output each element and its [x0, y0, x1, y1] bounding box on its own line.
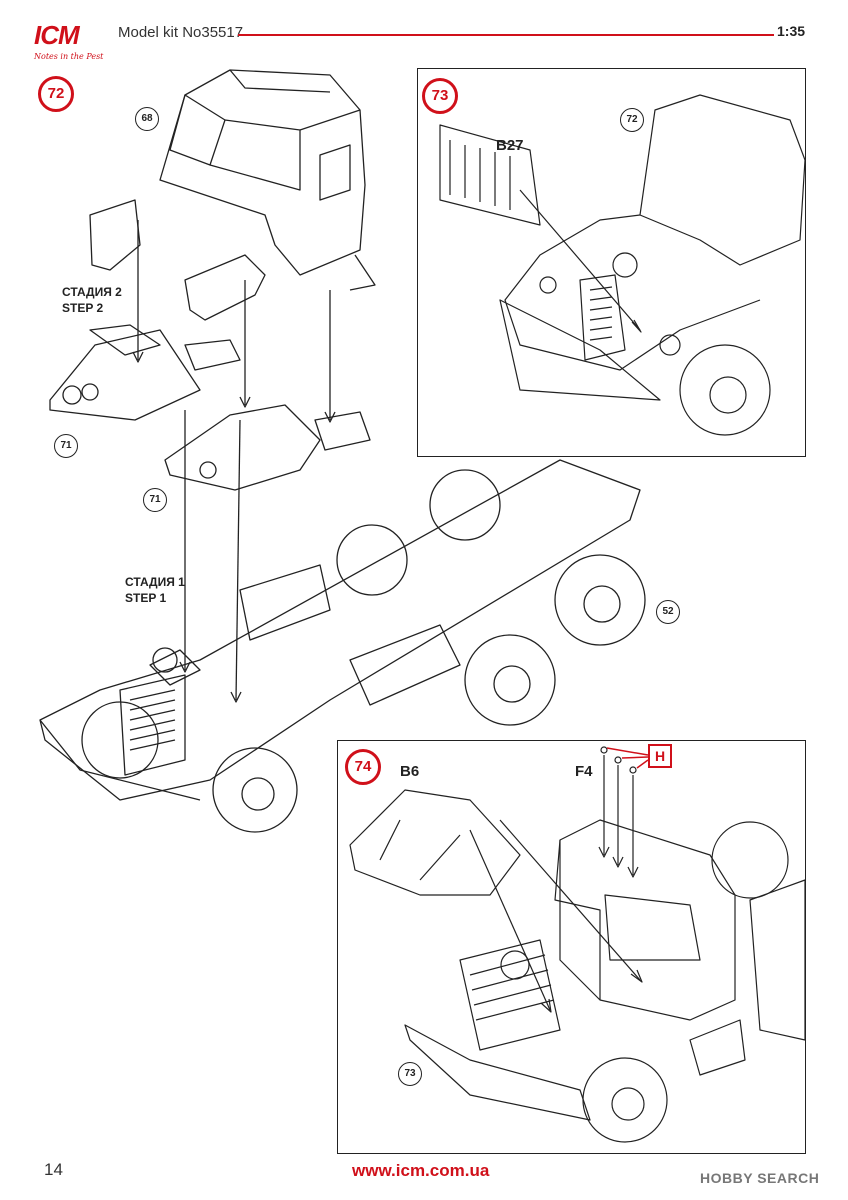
stage-1-ru: СТАДИЯ 1 [125, 575, 185, 589]
step73-panel [417, 68, 806, 457]
step73-drawing [439, 94, 806, 436]
ref-68: 68 [135, 107, 159, 131]
part-b27-label: B27 [496, 137, 524, 154]
ref-71-b: 71 [143, 488, 167, 512]
stage-2-label: СТАДИЯ 2 STEP 2 [62, 284, 122, 316]
scale-label: 1:35 [777, 23, 806, 39]
ref-72: 72 [620, 108, 644, 132]
step-73-badge: 73 [422, 78, 458, 114]
ref-52: 52 [656, 600, 680, 624]
stage-1-en: STEP 1 [125, 591, 167, 605]
stage-1-label: СТАДИЯ 1 STEP 1 [125, 574, 185, 606]
step74-panel [337, 740, 806, 1154]
header-rule [238, 34, 774, 36]
ref-71-a: 71 [54, 434, 78, 458]
step-74-badge: 74 [345, 749, 381, 785]
sprue-h-callout: H [648, 744, 672, 768]
step74-drawing [349, 746, 806, 1143]
fender-assembly-71 [49, 220, 371, 703]
stage-2-en: STEP 2 [62, 301, 104, 315]
hobby-search-watermark: HOBBY SEARCH [700, 1170, 820, 1186]
stage-2-ru: СТАДИЯ 2 [62, 285, 122, 299]
h-callout-lines [606, 747, 649, 769]
icm-logo: ICM Notes in the Pest [28, 18, 108, 64]
model-kit-title: Model kit No35517 [118, 24, 244, 41]
cab-part-72 [89, 69, 376, 321]
part-b6-label: B6 [400, 763, 420, 780]
chassis-52 [39, 459, 646, 833]
ref-73: 73 [398, 1062, 422, 1086]
part-f4-label: F4 [575, 763, 593, 780]
logo-tagline: Notes in the Pest [34, 52, 104, 61]
page-number: 14 [44, 1160, 63, 1179]
step-72-badge: 72 [38, 76, 74, 112]
website-link[interactable]: www.icm.com.ua [352, 1161, 490, 1180]
logo-brand: ICM [34, 20, 80, 50]
